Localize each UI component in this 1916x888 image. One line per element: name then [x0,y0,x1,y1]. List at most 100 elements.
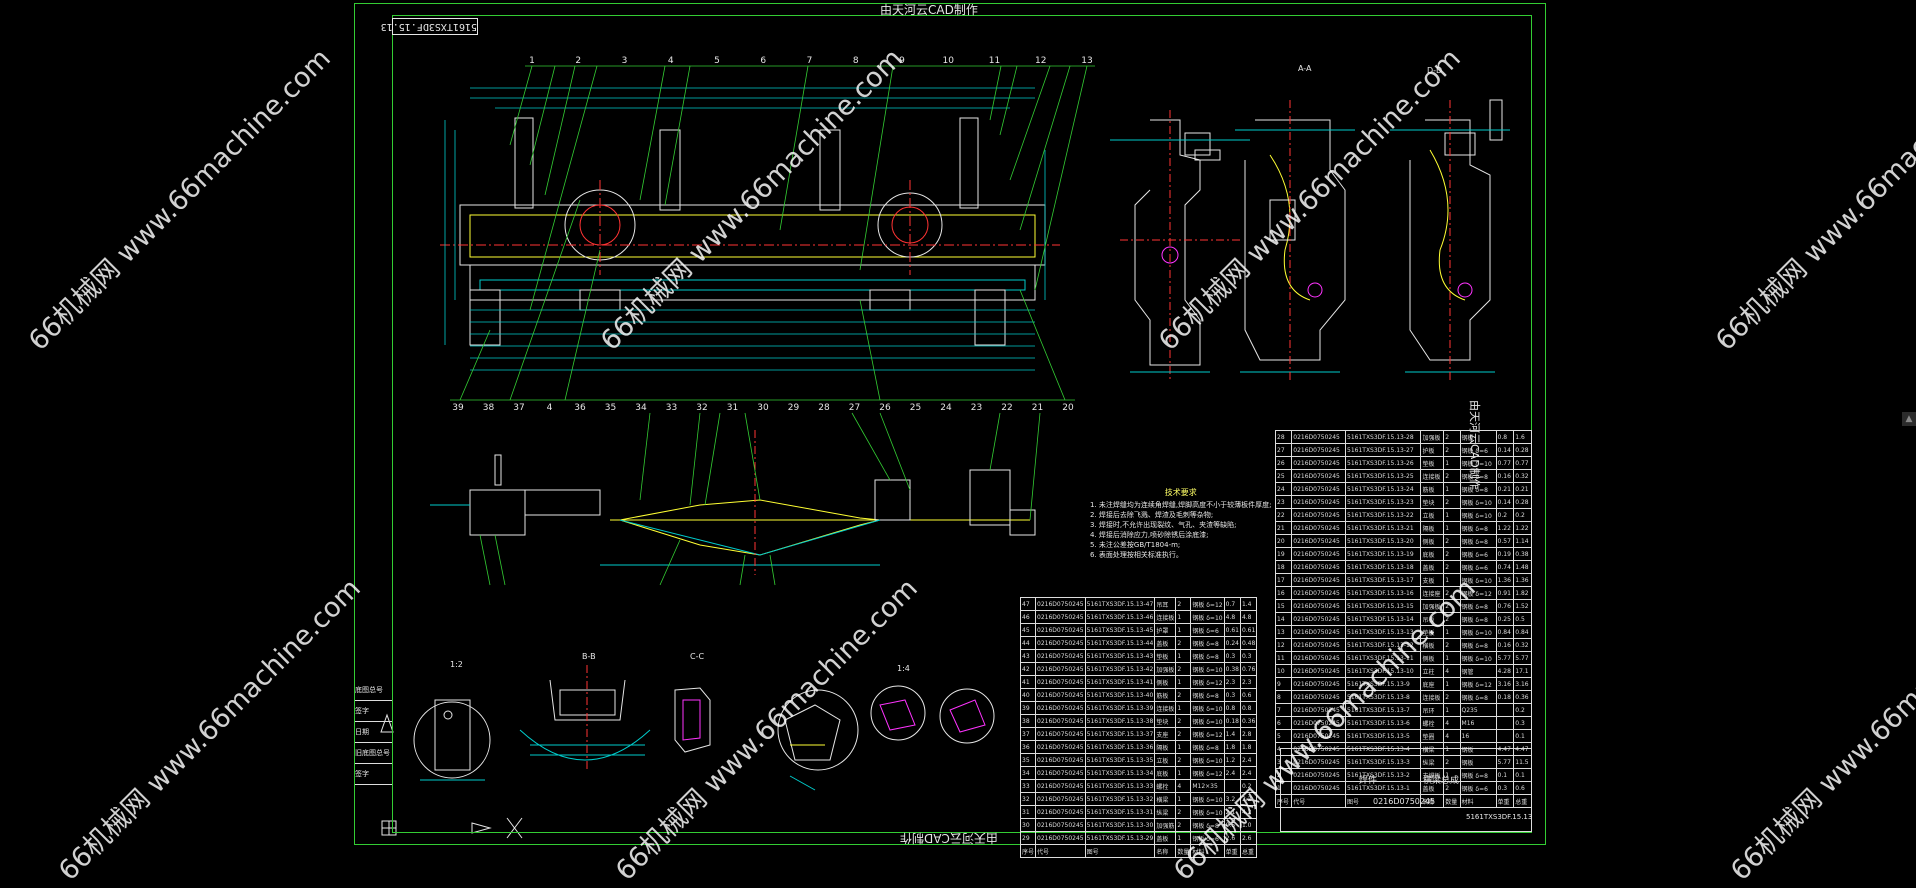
bom-cell: 钢板 δ=8 [1459,469,1497,483]
bom-cell: 1.36 [1495,573,1515,587]
bom-cell: 钢板 δ=8 [1190,688,1225,702]
bom-cell: 钢板 δ=10 [1190,662,1225,676]
part-balloon-label: 3 [622,56,628,66]
technical-note-line: 1. 未注焊缝均为连续角焊缝,焊脚高度不小于较薄板件厚度; [1090,501,1272,509]
bom-cell: 垫板 [1420,456,1445,470]
part-balloon-label: 24 [940,403,952,413]
bom-cell: 5161TXS3DF.15.13-40 [1084,688,1156,702]
corner-symbols [380,713,523,839]
part-balloon-label: 39 [452,403,464,413]
part-balloon-label: 2 [575,56,581,66]
bom-cell: 0216D0750245 [1035,675,1086,689]
bom-cell: 0.61 [1223,623,1241,637]
bom-cell: 26 [1274,456,1293,470]
technical-note-line: 3. 焊接时,不允许出现裂纹、气孔、夹渣等缺陷; [1090,521,1237,529]
bom-cell: 0.77 [1513,456,1532,470]
bom-cell: 加强筋 [1154,818,1177,832]
part-balloon-label: 11 [989,56,1000,66]
bom-cell: 钢板 δ=12 [1190,766,1225,780]
bom-cell: 2 [1443,443,1461,457]
part-balloon-label: 36 [574,403,586,413]
bom-cell: 2.8 [1239,727,1258,741]
scrollbar-up-arrow-icon[interactable]: ▲ [1902,412,1916,426]
bom-cell: 2 [1443,560,1461,574]
bom-cell: 0.21 [1495,482,1515,496]
technical-requirements-title: 技术要求 [1164,488,1197,497]
side-block-cell: 签字 [355,701,392,722]
bom-cell: 立板 [1420,508,1445,522]
bom-cell: 0216D0750245 [1291,456,1347,470]
bom-cell: 0.14 [1495,495,1515,509]
bom-cell: 5161TXS3DF.15.13-42 [1084,662,1156,676]
bom-cell: 螺栓 [1154,779,1177,793]
bom-cell: 0.25 [1495,612,1515,626]
part-balloon-label: 29 [788,403,800,413]
bom-cell: 19 [1274,547,1293,561]
side-block-cell: 日期 [355,722,392,743]
bom-cell: 0216D0750245 [1291,625,1347,639]
part-balloon-label: 28 [818,403,830,413]
bom-cell: 5161TXS3DF.15.13-10 [1345,664,1422,678]
bom-cell: 0.32 [1513,638,1532,652]
detail-c-label: C-C [690,652,705,661]
bom-cell [1495,716,1515,730]
bom-cell: 钢板 δ=6 [1459,547,1497,561]
bom-cell: 钢板 δ=12 [1190,597,1225,611]
bom-cell: 1 [1443,482,1461,496]
bom-cell: 4 [1175,779,1192,793]
bom-cell: 10 [1274,664,1293,678]
bom-cell: 43 [1019,649,1037,663]
bom-cell: 2 [1175,727,1192,741]
bom-cell: 0.3 [1223,688,1241,702]
bom-cell: 0.84 [1495,625,1515,639]
bom-cell: 34 [1019,766,1037,780]
bom-header-cell: 材料 [1459,794,1497,808]
title-block-code: 0216D0750245 [1373,797,1436,806]
bom-cell: 4 [1443,716,1461,730]
bom-cell: 0.76 [1239,662,1258,676]
bom-cell: 5161TXS3DF.15.13-46 [1084,610,1156,624]
bom-cell: 42 [1019,662,1037,676]
bom-cell: 25 [1274,469,1293,483]
technical-note-line: 4. 焊接后消除应力,喷砂除锈后涂底漆; [1090,531,1209,539]
bom-cell: 5161TXS3DF.15.13-36 [1084,740,1156,754]
bom-cell [1495,729,1515,743]
part-balloon-label: 5 [714,56,720,66]
bom-cell: 钢板 δ=12 [1459,677,1497,691]
bom-cell: 2 [1443,690,1461,704]
bom-cell: 0.8 [1239,701,1258,715]
detail-b-label: B-B [582,652,596,661]
credit-text-bottom: 由天河云CAD制作 [900,831,998,845]
bom-cell: 6 [1274,716,1293,730]
bom-cell: 29 [1019,831,1037,845]
engineering-drawing-canvas: 1234567891011121339383743635343332313029… [380,56,1510,839]
bom-cell: 0.16 [1495,638,1515,652]
bom-cell: 5161TXS3DF.15.13-15 [1345,599,1422,613]
bom-cell: 0216D0750245 [1291,586,1347,600]
part-balloon-label: 9 [899,56,905,66]
bom-cell: 0216D0750245 [1291,495,1347,509]
bom-cell: 0.28 [1513,495,1532,509]
part-balloon-label: 20 [1062,403,1074,413]
drawing-sheet-inner-border [392,15,1532,833]
bom-cell: 0216D0750245 [1035,701,1086,715]
bom-cell: 0.76 [1495,599,1515,613]
bom-cell: 钢板 δ=8 [1459,690,1497,704]
bom-header-cell: 代号 [1291,794,1347,808]
bom-cell: 加强板 [1154,662,1177,676]
bom-cell: 0216D0750245 [1291,638,1347,652]
bom-cell: 5161TXS3DF.15.13-17 [1345,573,1422,587]
bom-cell: 1 [1175,623,1192,637]
bom-cell: 28 [1274,430,1293,444]
bom-cell: 0216D0750245 [1035,714,1086,728]
bom-cell: 立柱 [1420,664,1445,678]
bom-cell: 钢板 δ=8 [1459,521,1497,535]
bom-cell: 0216D0750245 [1291,612,1347,626]
